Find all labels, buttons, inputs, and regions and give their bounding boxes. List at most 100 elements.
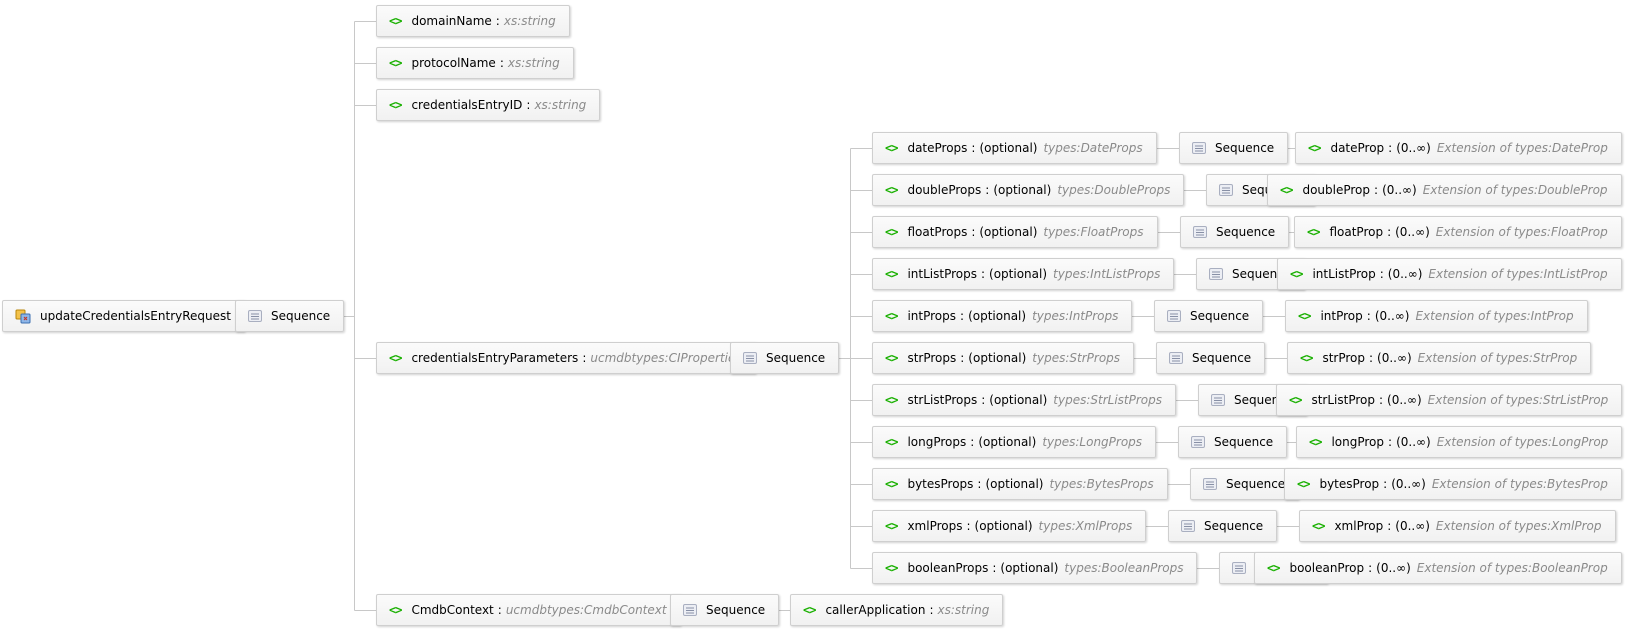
separator: : bbox=[1388, 141, 1393, 155]
element-node-credentialsEntryID[interactable]: <>credentialsEntryID:xs:string bbox=[376, 89, 601, 121]
sequence-node[interactable]: Sequence bbox=[1180, 216, 1290, 248]
element-type: types:DoubleProps bbox=[1057, 183, 1171, 197]
root-element-node[interactable]: updateCredentialsEntryRequest bbox=[2, 300, 245, 332]
sequence-node[interactable]: Sequence bbox=[235, 300, 345, 332]
element-type: types:StrProps bbox=[1032, 351, 1121, 365]
element-node-strListProp[interactable]: <>strListProp:(0..∞)Extension of types:S… bbox=[1276, 384, 1623, 416]
sequence-node[interactable]: Sequence bbox=[1168, 510, 1278, 542]
element-cardinality: (optional) bbox=[985, 477, 1044, 491]
element-node-longProps[interactable]: <>longProps:(optional)types:LongProps bbox=[872, 426, 1157, 458]
element-icon: <> bbox=[1298, 309, 1311, 323]
element-type: types:IntListProps bbox=[1053, 267, 1161, 281]
sequence-node[interactable]: Sequence bbox=[670, 594, 780, 626]
sequence-node[interactable]: Sequence bbox=[1190, 468, 1300, 500]
sequence-node[interactable]: Sequence bbox=[1156, 342, 1266, 374]
element-node-credentialsEntryParameters[interactable]: <> credentialsEntryParameters : ucmdbtyp… bbox=[376, 342, 756, 374]
element-name: doubleProp bbox=[1302, 183, 1371, 197]
element-name: strListProp bbox=[1311, 393, 1375, 407]
element-icon: <> bbox=[885, 351, 898, 365]
element-type: Extension of types:IntListProp bbox=[1428, 267, 1608, 281]
sequence-node[interactable]: Sequence bbox=[1179, 132, 1289, 164]
element-type: Extension of types:XmlProp bbox=[1435, 519, 1602, 533]
element-icon: <> bbox=[885, 477, 898, 491]
sequence-node[interactable]: Sequence bbox=[1154, 300, 1264, 332]
element-icon: <> bbox=[1300, 351, 1313, 365]
sequence-icon bbox=[1232, 562, 1246, 574]
element-node-intListProps[interactable]: <>intListProps:(optional)types:IntListPr… bbox=[872, 258, 1175, 290]
element-type: types:DateProps bbox=[1043, 141, 1143, 155]
separator: : bbox=[1387, 519, 1392, 533]
sequence-label: Sequence bbox=[1216, 225, 1276, 239]
element-icon: <> bbox=[885, 519, 898, 533]
element-type: types:IntProps bbox=[1032, 309, 1119, 323]
element-node-longProp[interactable]: <>longProp:(0..∞)Extension of types:Long… bbox=[1296, 426, 1623, 458]
element-node-callerApplication[interactable]: <> callerApplication : xs:string bbox=[790, 594, 1004, 626]
element-type: xs:string bbox=[507, 56, 560, 70]
element-node-xmlProps[interactable]: <>xmlProps:(optional)types:XmlProps bbox=[872, 510, 1147, 542]
element-node-intProps[interactable]: <>intProps:(optional)types:IntProps bbox=[872, 300, 1133, 332]
sequence-icon bbox=[1211, 394, 1225, 406]
element-icon: <> bbox=[885, 225, 898, 239]
element-name: longProps bbox=[907, 435, 967, 449]
element-name: dateProps bbox=[907, 141, 968, 155]
element-type: xs:string bbox=[534, 98, 587, 112]
element-node-protocolName[interactable]: <> protocolName:xs:string bbox=[376, 47, 574, 79]
element-root-icon bbox=[15, 308, 31, 324]
separator: : bbox=[497, 603, 502, 617]
element-node-CmdbContext[interactable]: <> CmdbContext : ucmdbtypes:CmdbContext bbox=[376, 594, 681, 626]
element-node-intListProp[interactable]: <>intListProp:(0..∞)Extension of types:I… bbox=[1277, 258, 1622, 290]
element-icon: <> bbox=[389, 56, 402, 70]
element-name: protocolName bbox=[411, 56, 496, 70]
element-type: xs:string bbox=[937, 603, 990, 617]
separator: : bbox=[1387, 225, 1392, 239]
separator: : bbox=[960, 309, 965, 323]
element-cardinality: (optional) bbox=[989, 267, 1048, 281]
element-node-intProp[interactable]: <>intProp:(0..∞)Extension of types:IntPr… bbox=[1285, 300, 1588, 332]
element-node-doubleProps[interactable]: <>doubleProps:(optional)types:DoubleProp… bbox=[872, 174, 1185, 206]
sequence-icon bbox=[1167, 310, 1181, 322]
element-node-dateProp[interactable]: <>dateProp:(0..∞)Extension of types:Date… bbox=[1295, 132, 1622, 164]
sequence-node[interactable]: Sequence bbox=[1178, 426, 1288, 458]
element-type: Extension of types:IntProp bbox=[1415, 309, 1574, 323]
element-name: bytesProp bbox=[1319, 477, 1380, 491]
element-node-floatProps[interactable]: <>floatProps:(optional)types:FloatProps bbox=[872, 216, 1158, 248]
element-node-xmlProp[interactable]: <>xmlProp:(0..∞)Extension of types:XmlPr… bbox=[1299, 510, 1616, 542]
sequence-icon bbox=[683, 604, 697, 616]
element-cardinality: (0..∞) bbox=[1396, 141, 1431, 155]
element-cardinality: (0..∞) bbox=[1382, 183, 1417, 197]
element-node-bytesProp[interactable]: <>bytesProp:(0..∞)Extension of types:Byt… bbox=[1284, 468, 1622, 500]
element-name: strListProps bbox=[907, 393, 978, 407]
sequence-label: Sequence bbox=[706, 603, 766, 617]
element-name: booleanProps bbox=[907, 561, 989, 575]
element-cardinality: (0..∞) bbox=[1374, 309, 1410, 323]
element-node-strProps[interactable]: <>strProps:(optional)types:StrProps bbox=[872, 342, 1135, 374]
element-cardinality: (0..∞) bbox=[1387, 267, 1423, 281]
element-cardinality: (optional) bbox=[979, 225, 1038, 239]
element-node-bytesProps[interactable]: <>bytesProps:(optional)types:BytesProps bbox=[872, 468, 1168, 500]
sequence-label: Sequence bbox=[271, 309, 331, 323]
element-name: domainName bbox=[411, 14, 492, 28]
element-type: Extension of types:FloatProp bbox=[1435, 225, 1608, 239]
element-node-strListProps[interactable]: <>strListProps:(optional)types:StrListPr… bbox=[872, 384, 1176, 416]
element-node-strProp[interactable]: <>strProp:(0..∞)Extension of types:StrPr… bbox=[1287, 342, 1592, 374]
element-node-dateProps[interactable]: <>dateProps:(optional)types:DateProps bbox=[872, 132, 1157, 164]
element-cardinality: (0..∞) bbox=[1377, 351, 1412, 365]
element-name: intProps bbox=[907, 309, 957, 323]
element-cardinality: (0..∞) bbox=[1395, 225, 1430, 239]
element-type: Extension of types:LongProp bbox=[1436, 435, 1609, 449]
element-node-booleanProp[interactable]: <>booleanProp:(0..∞)Extension of types:B… bbox=[1254, 552, 1622, 584]
separator: : bbox=[929, 603, 934, 617]
element-icon: <> bbox=[885, 309, 898, 323]
sequence-icon bbox=[1181, 520, 1195, 532]
separator: : bbox=[495, 14, 500, 28]
separator: : bbox=[499, 56, 504, 70]
element-type: Extension of types:DoubleProp bbox=[1422, 183, 1608, 197]
element-node-domainName[interactable]: <>domainName:xs:string bbox=[376, 5, 570, 37]
element-node-floatProp[interactable]: <>floatProp:(0..∞)Extension of types:Flo… bbox=[1294, 216, 1622, 248]
sequence-node[interactable]: Sequence bbox=[730, 342, 840, 374]
separator: : bbox=[1366, 309, 1371, 323]
separator: : bbox=[971, 225, 976, 239]
element-node-booleanProps[interactable]: <>booleanProps:(optional)types:BooleanPr… bbox=[872, 552, 1198, 584]
element-node-doubleProp[interactable]: <>doubleProp:(0..∞)Extension of types:Do… bbox=[1267, 174, 1622, 206]
element-type: types:XmlProps bbox=[1038, 519, 1133, 533]
